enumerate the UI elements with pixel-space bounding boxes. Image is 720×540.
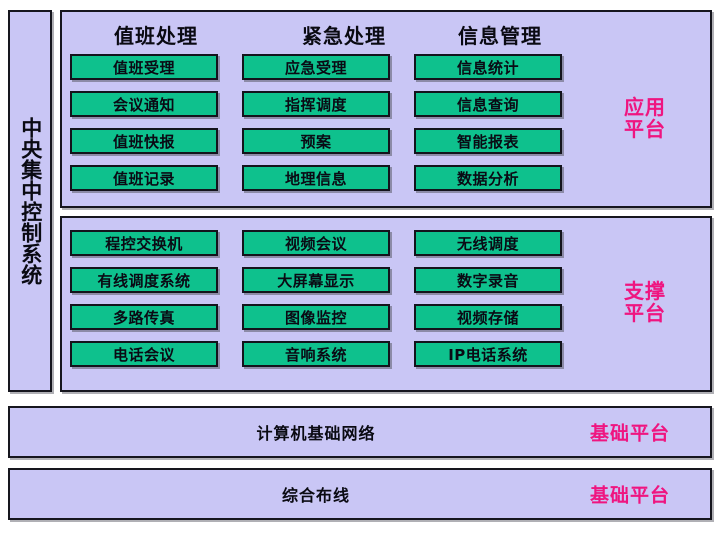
tag-support-platform: 支撑 平台 <box>586 280 704 324</box>
button-information-query[interactable]: 信息查询 <box>414 91 562 117</box>
bar-computer-basic-network: 计算机基础网络 基础平台 <box>8 406 712 458</box>
button-meeting-notice[interactable]: 会议通知 <box>70 91 218 117</box>
button-large-screen-display[interactable]: 大屏幕显示 <box>242 267 390 293</box>
column-wireless-recording: 无线调度 数字录音 视频存储 IP电话系统 <box>414 230 562 367</box>
button-wireless-dispatch[interactable]: 无线调度 <box>414 230 562 256</box>
button-geographic-info[interactable]: 地理信息 <box>242 165 390 191</box>
column-duty-handling: 值班受理 会议通知 值班快报 值班记录 <box>70 54 218 191</box>
button-video-storage[interactable]: 视频存储 <box>414 304 562 330</box>
button-duty-acceptance[interactable]: 值班受理 <box>70 54 218 80</box>
button-smart-report[interactable]: 智能报表 <box>414 128 562 154</box>
button-audio-system[interactable]: 音响系统 <box>242 341 390 367</box>
tag-application-platform: 应用 平台 <box>586 96 704 140</box>
bar-cabling-label: 综合布线 <box>281 486 350 505</box>
button-wired-dispatch-system[interactable]: 有线调度系统 <box>70 267 218 293</box>
sidebar-label: 中央集中控制系统 <box>18 117 43 285</box>
block-application-platform: 值班处理 紧急处理 信息管理 值班受理 会议通知 值班快报 值班记录 应急受理 … <box>60 10 712 208</box>
button-image-monitoring[interactable]: 图像监控 <box>242 304 390 330</box>
sidebar-central-control-system: 中央集中控制系统 <box>8 10 52 392</box>
button-data-analysis[interactable]: 数据分析 <box>414 165 562 191</box>
tag-infrastructure-platform-cabling: 基础平台 <box>589 484 670 507</box>
bar-network-label: 计算机基础网络 <box>256 424 376 443</box>
button-contingency-plan[interactable]: 预案 <box>242 128 390 154</box>
column-information-management: 信息统计 信息查询 智能报表 数据分析 <box>414 54 562 191</box>
button-duty-record[interactable]: 值班记录 <box>70 165 218 191</box>
button-information-statistics[interactable]: 信息统计 <box>414 54 562 80</box>
button-video-conference[interactable]: 视频会议 <box>242 230 390 256</box>
column-header-duty-handling: 值班处理 <box>114 24 198 48</box>
column-header-information-management: 信息管理 <box>458 24 542 48</box>
button-command-dispatch[interactable]: 指挥调度 <box>242 91 390 117</box>
column-emergency-handling: 应急受理 指挥调度 预案 地理信息 <box>242 54 390 191</box>
column-video-display: 视频会议 大屏幕显示 图像监控 音响系统 <box>242 230 390 367</box>
button-duty-bulletin[interactable]: 值班快报 <box>70 128 218 154</box>
tag-application-platform-line1: 应用 <box>624 95 666 119</box>
tag-infrastructure-platform-network: 基础平台 <box>589 422 670 445</box>
block-support-platform: 程控交换机 有线调度系统 多路传真 电话会议 视频会议 大屏幕显示 图像监控 音… <box>60 216 712 392</box>
button-multichannel-fax[interactable]: 多路传真 <box>70 304 218 330</box>
button-program-controlled-exchange[interactable]: 程控交换机 <box>70 230 218 256</box>
button-telephone-conference[interactable]: 电话会议 <box>70 341 218 367</box>
column-switching-communication: 程控交换机 有线调度系统 多路传真 电话会议 <box>70 230 218 367</box>
tag-support-platform-line2: 平台 <box>624 301 666 325</box>
column-header-emergency-handling: 紧急处理 <box>302 24 386 48</box>
button-emergency-acceptance[interactable]: 应急受理 <box>242 54 390 80</box>
button-ip-telephone-system[interactable]: IP电话系统 <box>414 341 562 367</box>
bar-integrated-cabling: 综合布线 基础平台 <box>8 468 712 520</box>
tag-application-platform-line2: 平台 <box>624 117 666 141</box>
button-digital-recording[interactable]: 数字录音 <box>414 267 562 293</box>
tag-support-platform-line1: 支撑 <box>624 279 666 303</box>
